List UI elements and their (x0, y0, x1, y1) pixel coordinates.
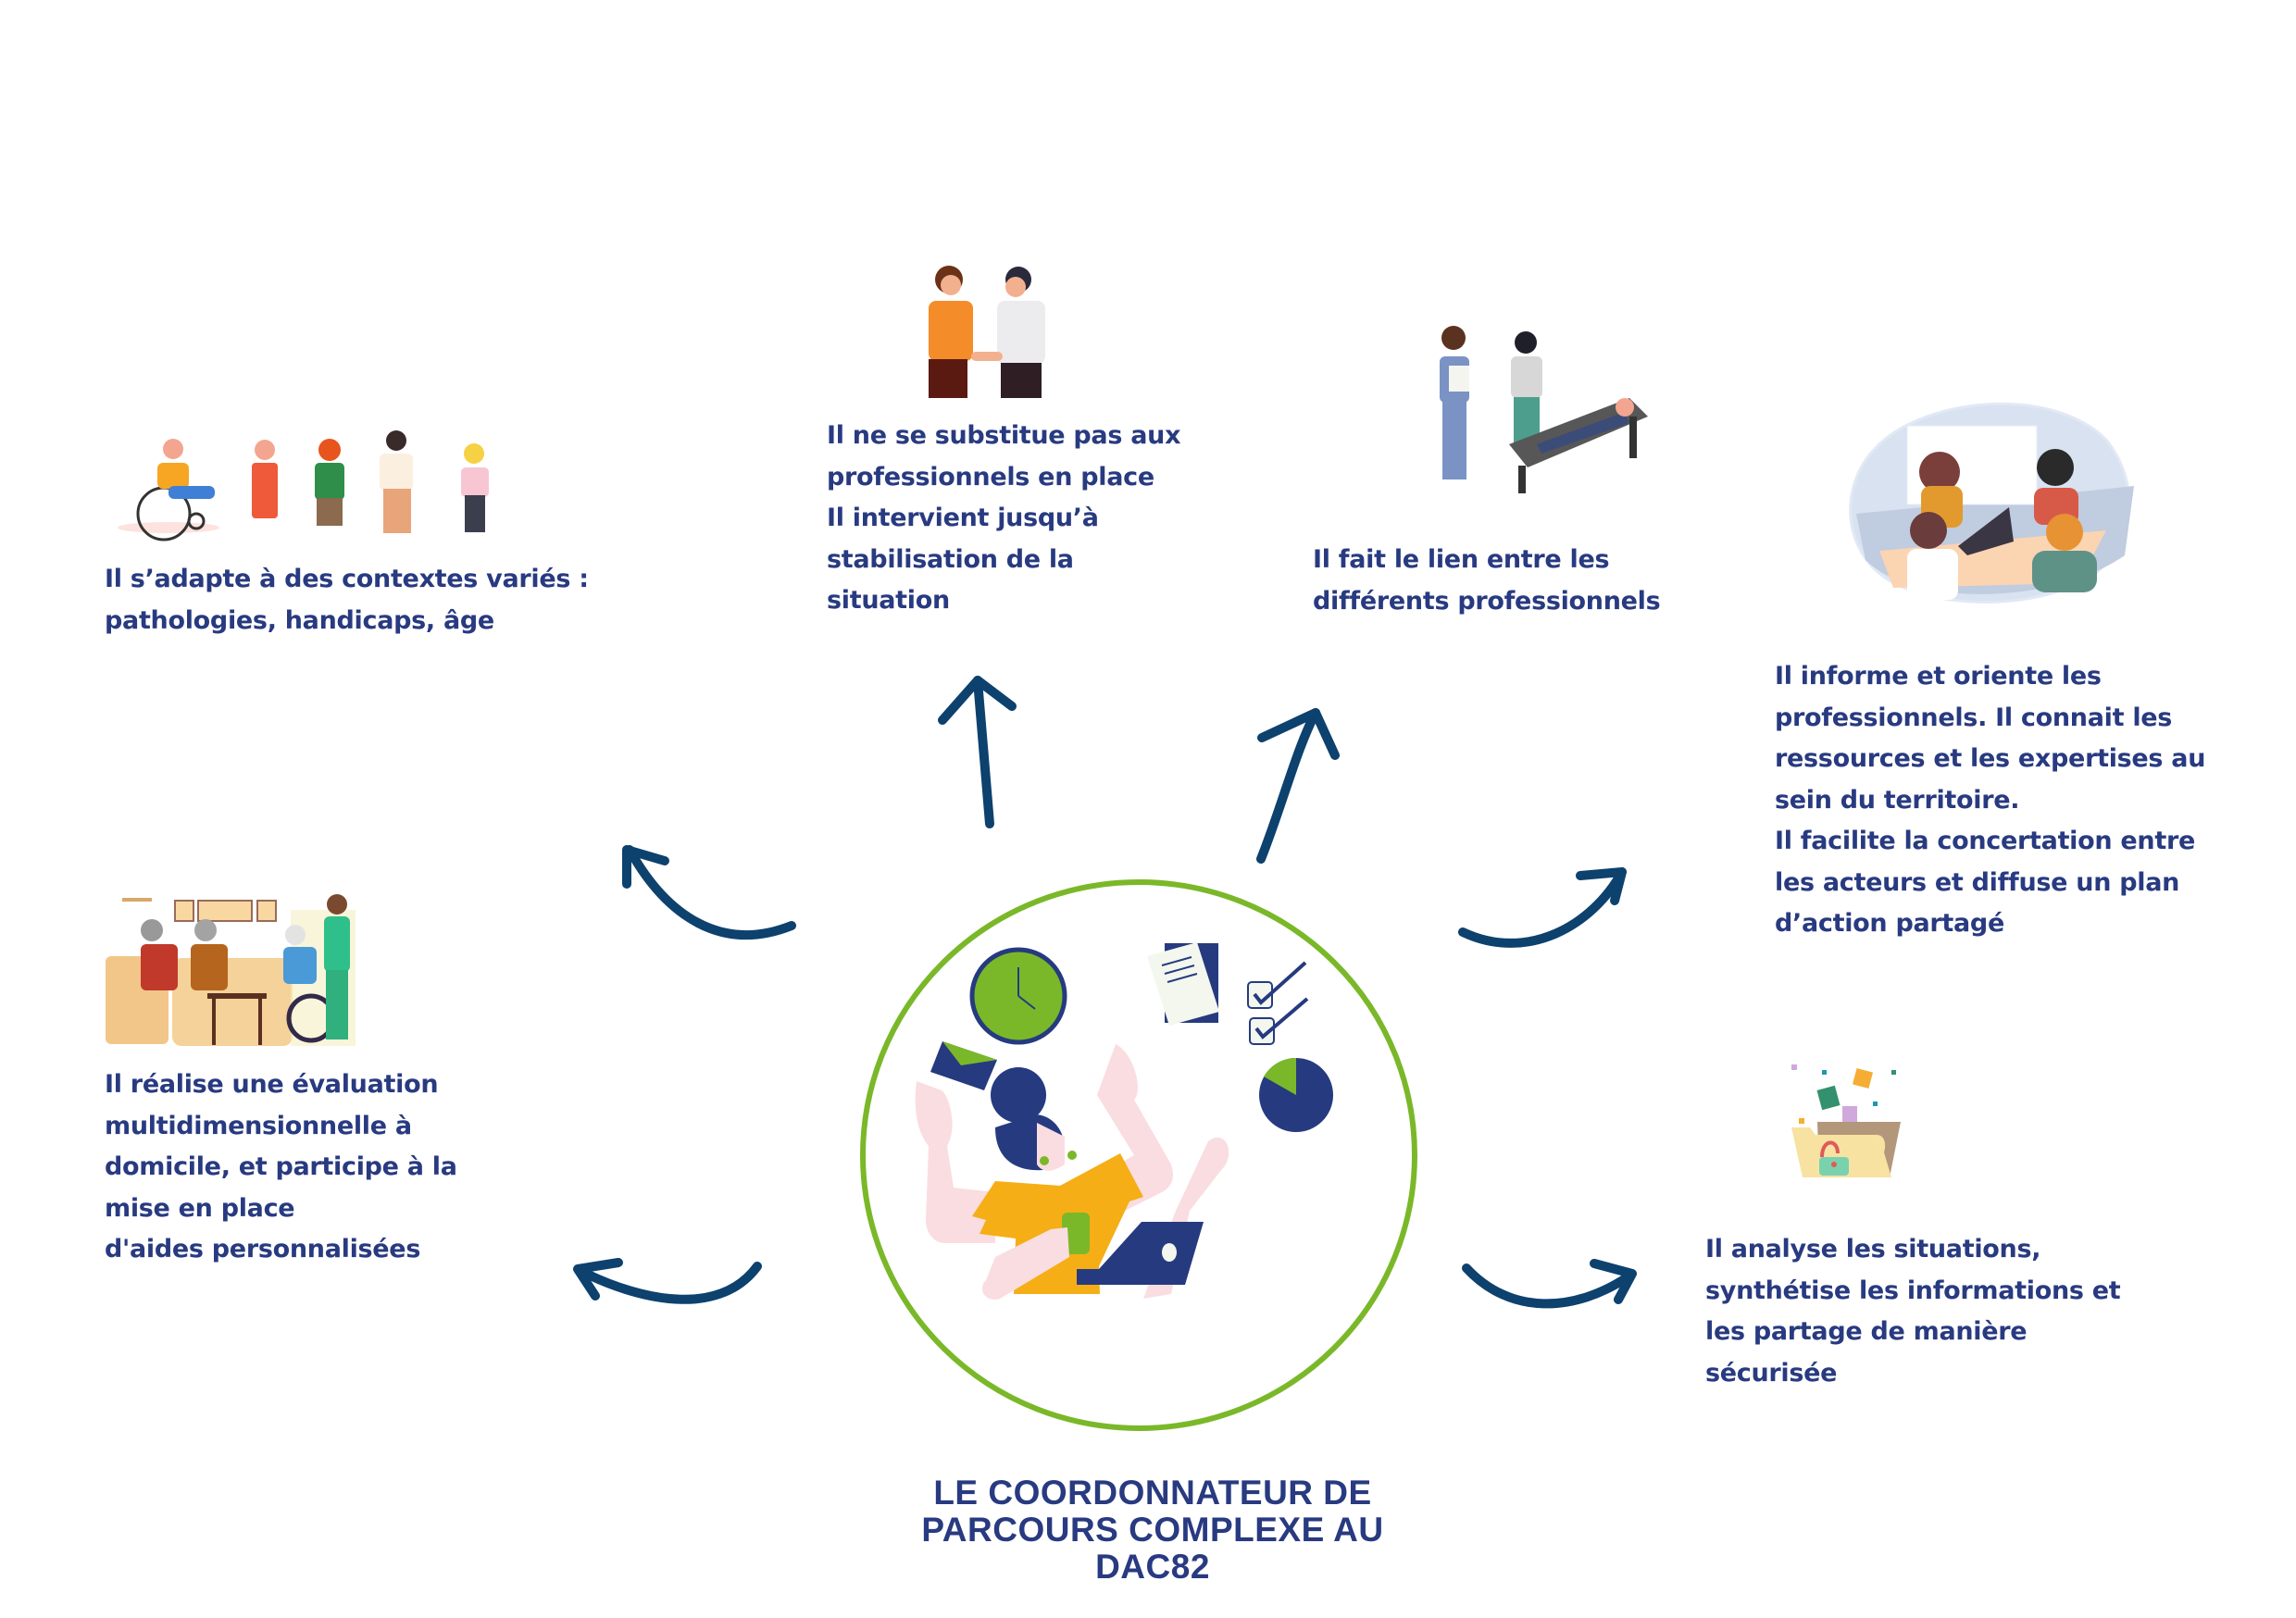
arrow-to-adapt-icon (622, 845, 796, 940)
pie-chart-icon (1259, 1057, 1333, 1132)
analyse-text: Il analyse les situations, synthétise le… (1705, 1235, 2121, 1388)
arrow-to-inform-icon (1458, 867, 1627, 948)
page-title: LE COORDONNATEUR DE PARCOURS COMPLEXE AU… (921, 1474, 1384, 1586)
arrow-to-substitute-icon (938, 676, 1017, 828)
physiotherapy-illustration (1416, 319, 1657, 495)
evaluate-text: Il réalise une évaluation multidimension… (105, 1070, 457, 1263)
diverse-people-illustration (113, 398, 520, 546)
arrow-to-evaluate-icon (573, 1258, 762, 1304)
home-care-illustration (106, 884, 365, 1046)
checklist-icon (1247, 961, 1309, 1045)
inform-text: Il informe et oriente les professionnels… (1775, 662, 2206, 938)
center-circle (856, 877, 1421, 1435)
arrow-to-analyse-icon (1462, 1259, 1637, 1309)
document-icon (1147, 942, 1219, 1026)
handshake-illustration (912, 259, 1069, 398)
multitasking-coordinator-illustration (915, 942, 1333, 1300)
link-text: Il fait le lien entre les différents pro… (1313, 545, 1661, 616)
team-meeting-illustration (1838, 393, 2143, 606)
secure-folder-illustration (1791, 1064, 1921, 1189)
adapt-text: Il s’adapte à des contextes variés : pat… (105, 565, 589, 635)
substitute-text: Il ne se substitue pas aux professionnel… (827, 421, 1181, 615)
arrow-to-link-icon (1256, 708, 1340, 864)
envelope-icon (930, 1041, 997, 1090)
woman-figure (915, 1044, 1229, 1300)
clock-icon (969, 947, 1067, 1045)
